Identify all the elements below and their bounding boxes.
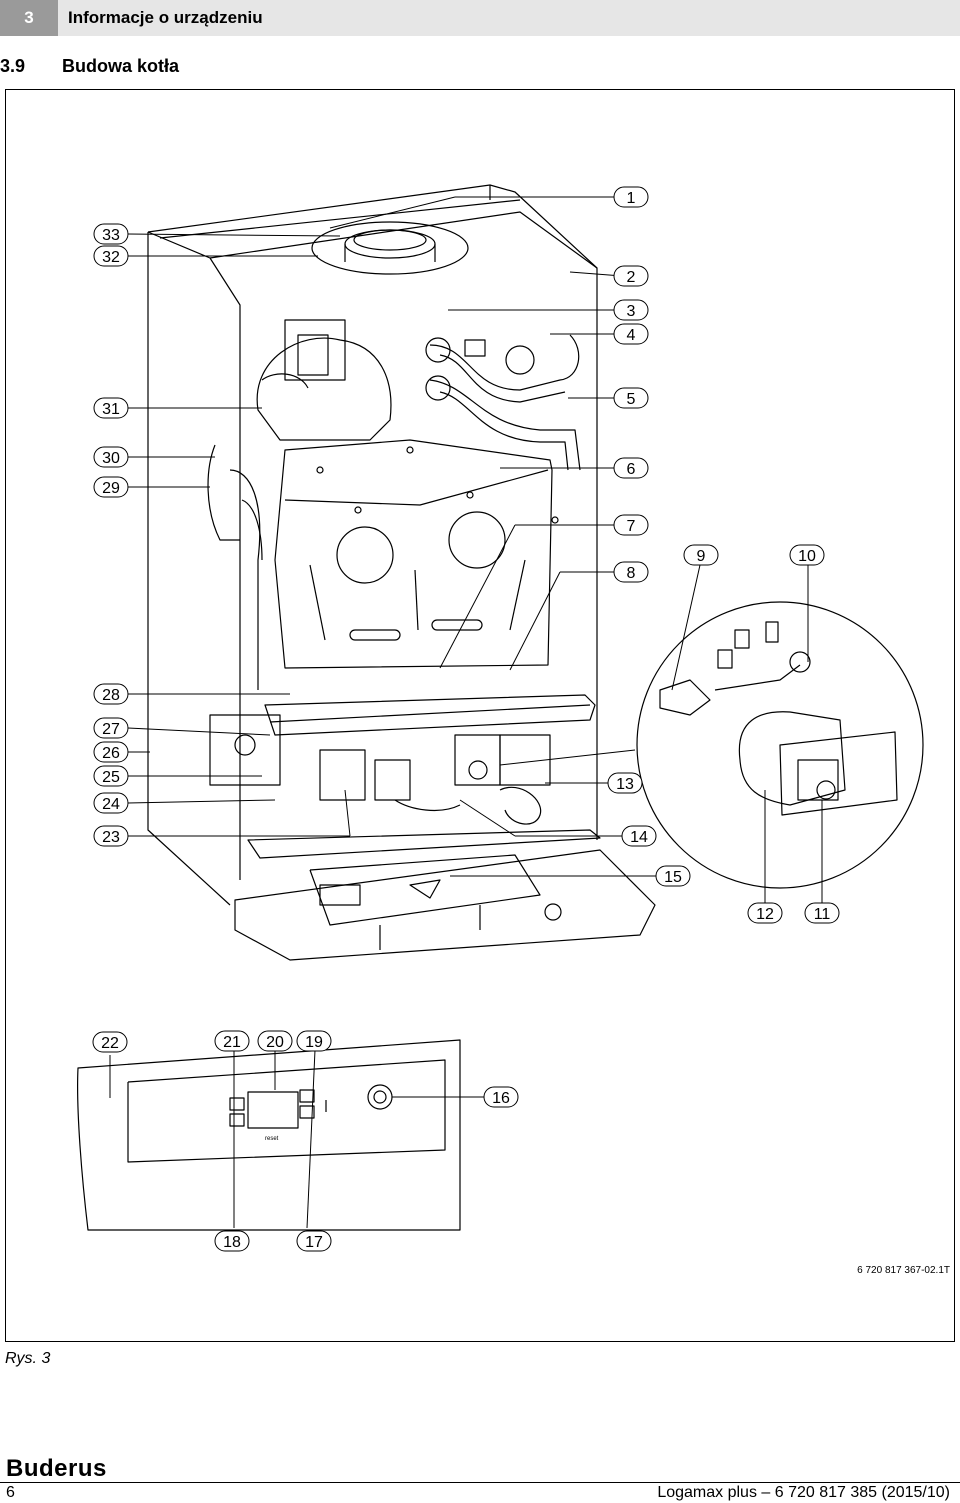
svg-text:20: 20 (266, 1034, 284, 1051)
section-number: 3.9 (0, 56, 26, 76)
figure-caption: Rys. 3 (5, 1350, 51, 1367)
svg-text:8: 8 (627, 565, 636, 582)
callout-26: 26 (93, 741, 129, 763)
reset-label: reset (265, 1136, 279, 1142)
svg-text:23: 23 (102, 829, 120, 846)
svg-text:29: 29 (102, 480, 120, 497)
base-tray (247, 694, 601, 859)
header-bar (0, 0, 960, 36)
heat-exchanger (274, 439, 559, 669)
boiler-casing (147, 184, 598, 906)
callout-14: 14 (621, 825, 657, 847)
svg-text:30: 30 (102, 450, 120, 467)
page-number: 6 (6, 1484, 15, 1501)
svg-text:14: 14 (630, 829, 648, 846)
svg-text:25: 25 (102, 769, 120, 786)
svg-text:15: 15 (664, 869, 682, 886)
callout-15: 15 (655, 865, 691, 887)
svg-text:24: 24 (102, 796, 120, 813)
svg-text:7: 7 (627, 518, 636, 535)
callout-19: 19 (296, 1030, 332, 1052)
callout-30: 30 (93, 446, 129, 468)
svg-text:6: 6 (627, 461, 636, 478)
svg-text:17: 17 (305, 1234, 323, 1251)
svg-text:12: 12 (756, 906, 774, 923)
callout-6: 6 (613, 457, 649, 479)
svg-text:5: 5 (627, 391, 636, 408)
hydraulic-block (209, 714, 551, 825)
callout-3: 3 (613, 299, 649, 321)
brand-logo: Buderus (6, 1455, 107, 1482)
callout-13: 13 (607, 772, 643, 794)
callout-32: 32 (93, 245, 129, 267)
callout-25: 25 (93, 765, 129, 787)
callout-7: 7 (613, 514, 649, 536)
svg-text:27: 27 (102, 721, 120, 738)
callout-16: 16 (483, 1086, 519, 1108)
callout-33: 33 (93, 223, 129, 245)
callout-5: 5 (613, 387, 649, 409)
svg-text:22: 22 (101, 1035, 119, 1052)
callout-18: 18 (214, 1230, 250, 1252)
callout-1: 1 (613, 186, 649, 208)
pipes-upper (425, 334, 581, 471)
svg-text:9: 9 (697, 548, 706, 565)
svg-text:16: 16 (492, 1090, 510, 1107)
svg-text:26: 26 (102, 745, 120, 762)
figure-code: 6 720 817 367-02.1T (857, 1265, 950, 1276)
callout-8: 8 (613, 561, 649, 583)
callout-29: 29 (93, 476, 129, 498)
callout-22: 22 (92, 1031, 128, 1053)
svg-text:28: 28 (102, 687, 120, 704)
callout-28: 28 (93, 683, 129, 705)
callout-24: 24 (93, 792, 129, 814)
callout-20: 20 (257, 1030, 293, 1052)
flue-outlet (311, 221, 469, 275)
callout-31: 31 (93, 397, 129, 419)
callouts: 1 33 32 2 3 4 31 5 30 29 6 7 8 9 10 28 2… (92, 186, 840, 1252)
callout-11: 11 (804, 902, 840, 924)
svg-text:1: 1 (627, 190, 636, 207)
svg-text:33: 33 (102, 227, 120, 244)
left-hoses (207, 444, 263, 690)
chapter-title: Informacje o urządzeniu (68, 8, 263, 27)
callout-12: 12 (747, 902, 783, 924)
svg-text:10: 10 (798, 548, 816, 565)
svg-text:31: 31 (102, 401, 120, 418)
svg-text:2: 2 (627, 269, 636, 286)
section-title: 3.9 Budowa kotła (0, 56, 179, 77)
document-reference: Logamax plus – 6 720 817 385 (2015/10) (657, 1484, 950, 1501)
callout-2: 2 (613, 265, 649, 287)
callout-27: 27 (93, 717, 129, 739)
svg-text:3: 3 (627, 303, 636, 320)
callout-10: 10 (789, 544, 825, 566)
front-panel (77, 1039, 461, 1231)
section-title-text: Budowa kotła (62, 56, 180, 76)
footer-rule (0, 1482, 960, 1483)
pump-inset (636, 601, 924, 889)
svg-text:21: 21 (223, 1034, 241, 1051)
svg-text:4: 4 (627, 327, 636, 344)
callout-17: 17 (296, 1230, 332, 1252)
svg-text:18: 18 (223, 1234, 241, 1251)
callout-21: 21 (214, 1030, 250, 1052)
leader-lines (109, 196, 823, 1229)
control-box (234, 849, 656, 961)
callout-9: 9 (683, 544, 719, 566)
callout-4: 4 (613, 323, 649, 345)
svg-text:19: 19 (305, 1034, 323, 1051)
svg-text:13: 13 (616, 776, 634, 793)
chapter-number: 3 (0, 0, 58, 36)
svg-text:32: 32 (102, 249, 120, 266)
fan-assembly (256, 319, 392, 441)
svg-text:11: 11 (814, 906, 831, 923)
figure-frame (5, 89, 955, 1342)
callout-23: 23 (93, 825, 129, 847)
